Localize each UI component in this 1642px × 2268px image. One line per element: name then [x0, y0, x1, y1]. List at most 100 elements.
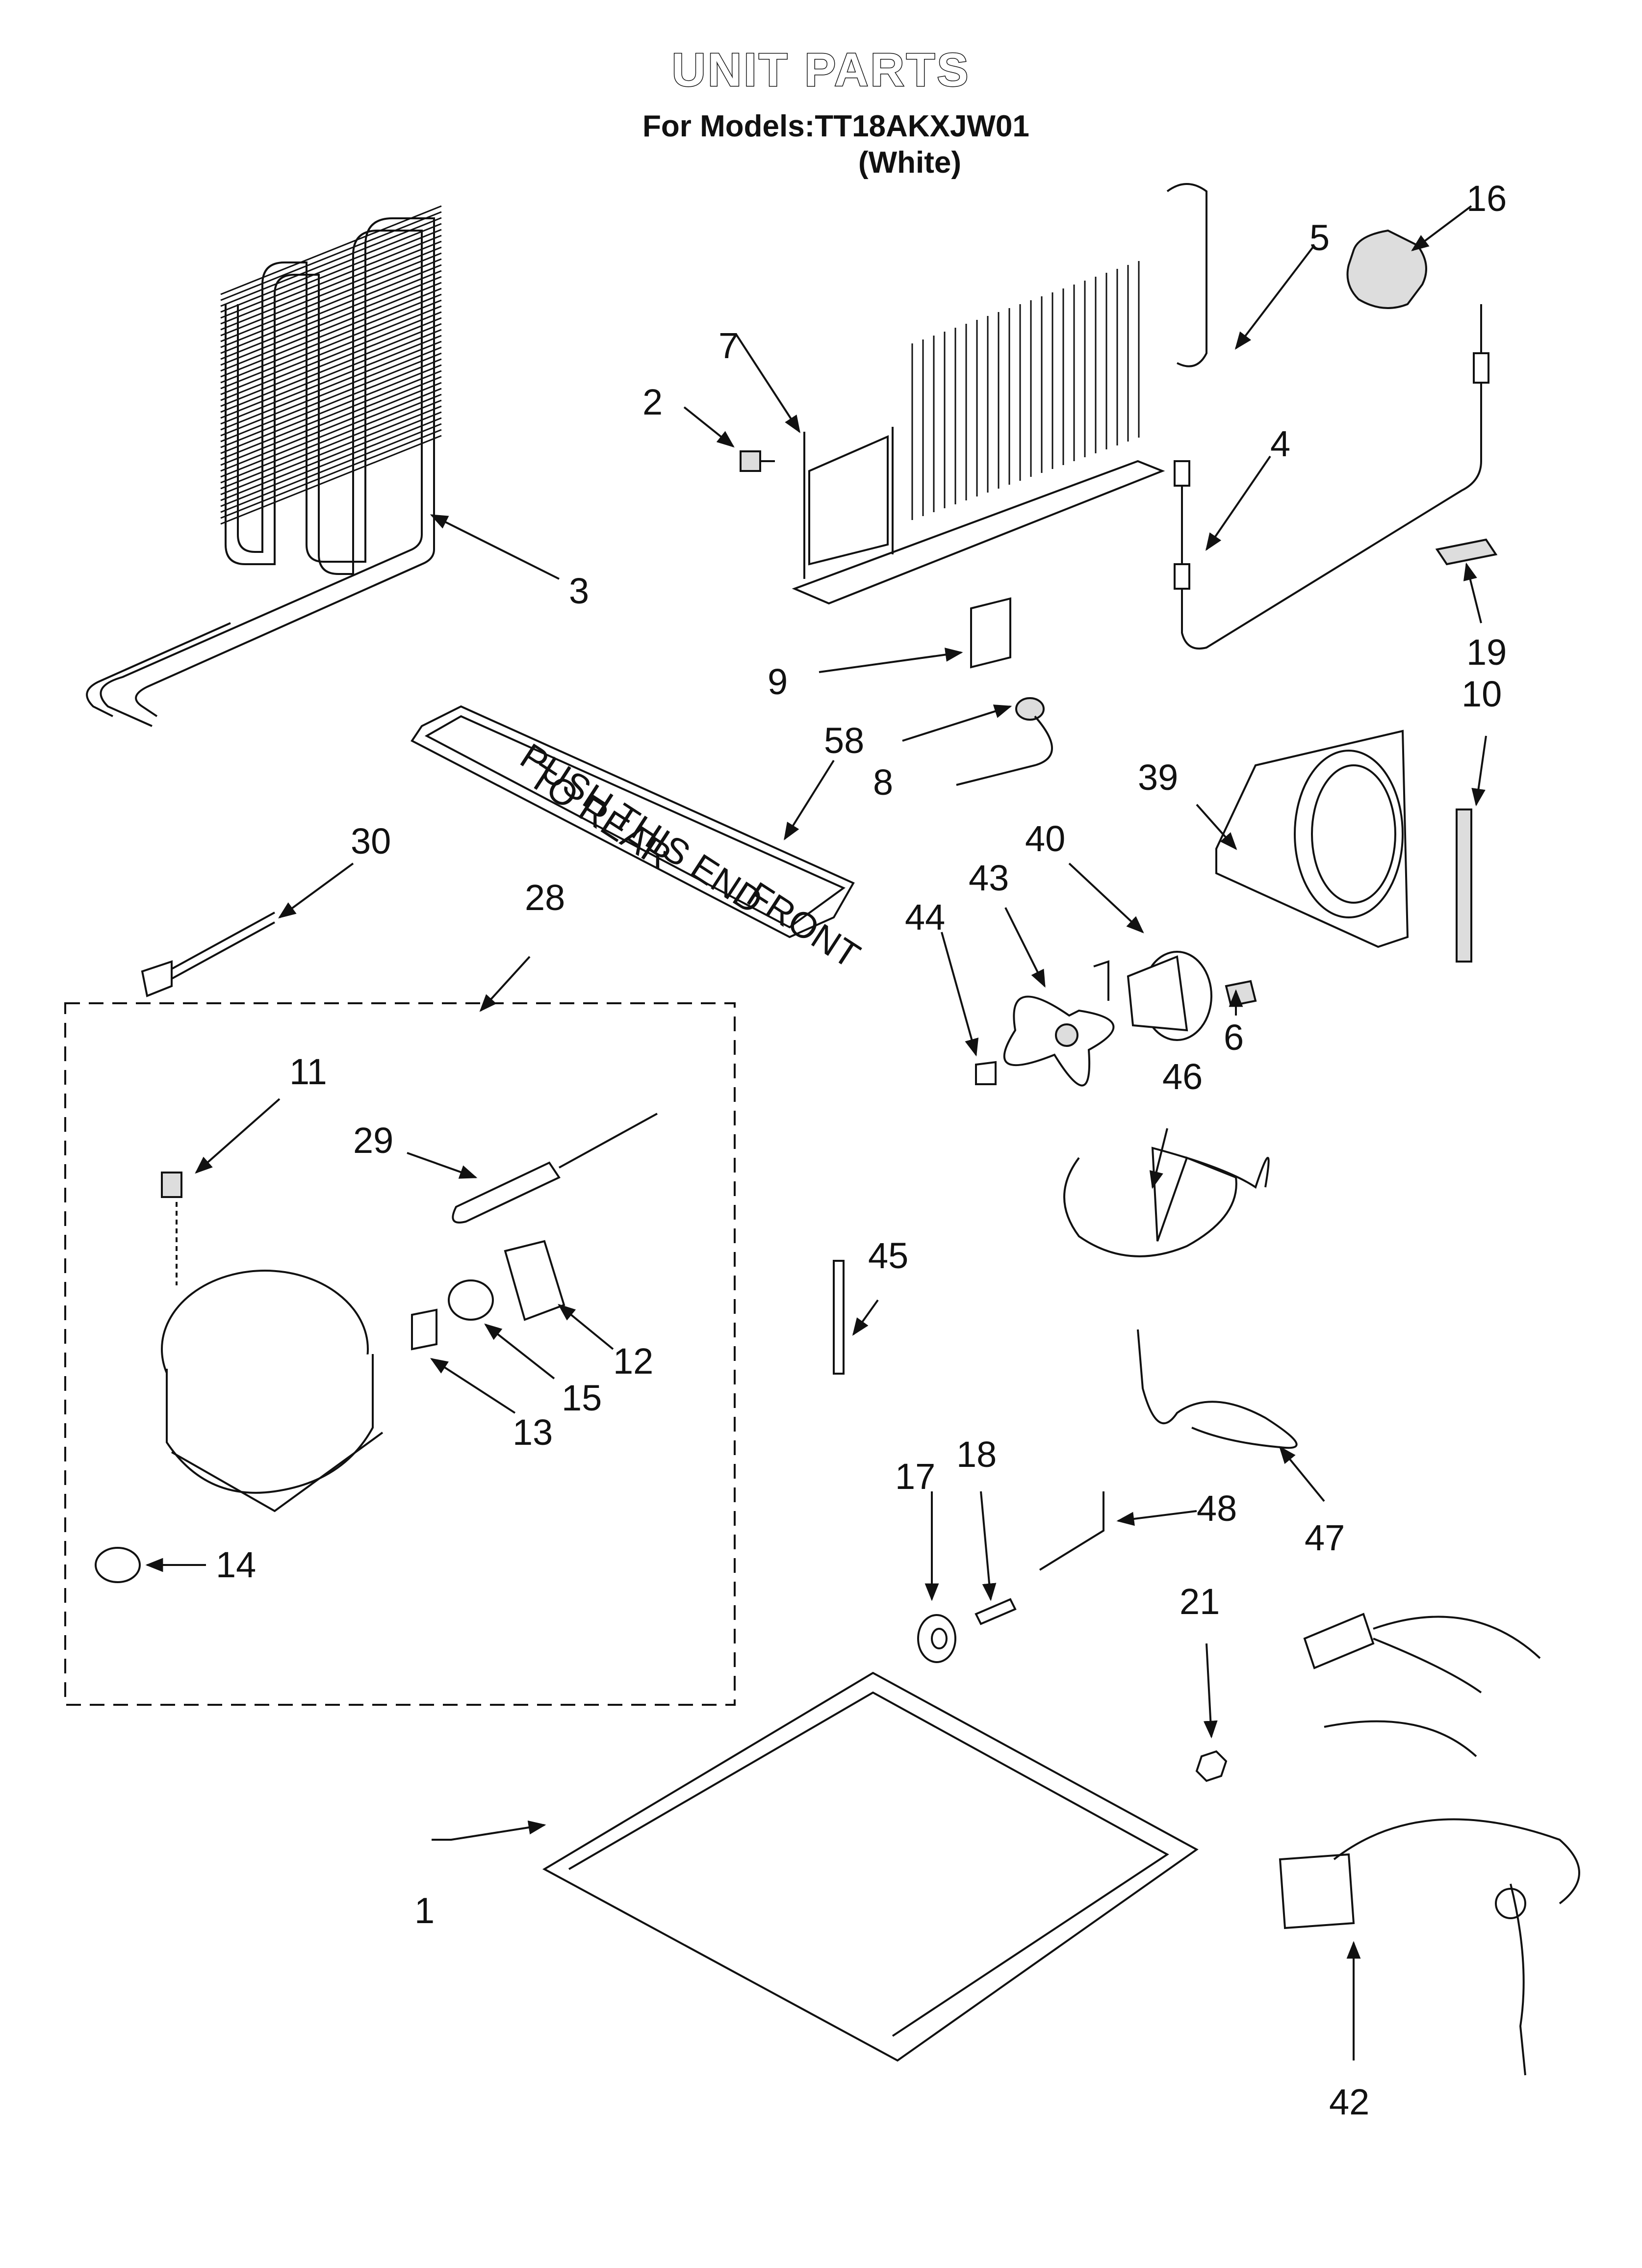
fan-motor [1093, 951, 1212, 1041]
coil-fin [220, 293, 442, 384]
bracket-part [970, 597, 1011, 669]
condenser-coil [86, 205, 442, 727]
drain-tray: PUSH THIS END TO REAR FRONT [410, 705, 867, 976]
callout-43: 43 [969, 858, 1009, 898]
coil-fin [220, 287, 442, 378]
callout-39: 39 [1138, 757, 1178, 798]
coil-fin [220, 223, 442, 313]
coil-fin [220, 246, 442, 337]
tube-part-47 [1137, 1329, 1298, 1449]
cover-part [1346, 229, 1427, 309]
overload-part-15 [448, 1279, 494, 1321]
callout-15: 15 [562, 1378, 602, 1418]
relay-part-12 [504, 1240, 565, 1321]
coil-fin [220, 370, 442, 460]
coil-fin [220, 364, 442, 454]
screw-part-6 [1225, 980, 1257, 1007]
tube-part-48 [1039, 1491, 1104, 1571]
coil-fin [220, 435, 442, 525]
coil-fin [220, 329, 442, 419]
leader-lines [145, 205, 1487, 2060]
evaporator [792, 183, 1207, 605]
callout-47: 47 [1305, 1517, 1345, 1558]
coil-fin [220, 317, 442, 407]
coil-fin [220, 311, 442, 401]
coil-fin [220, 276, 442, 366]
callout-40: 40 [1025, 818, 1065, 859]
coil-fin [220, 305, 442, 395]
callout-28: 28 [525, 877, 565, 918]
bolt-part-11 [161, 1172, 182, 1198]
compressor [161, 1270, 384, 1512]
callout-14: 14 [216, 1544, 256, 1585]
coil-fin [220, 393, 442, 484]
coil-fin [220, 299, 442, 390]
coil-fin [220, 411, 442, 501]
callout-44: 44 [905, 897, 945, 938]
callout-48: 48 [1197, 1488, 1237, 1529]
callout-17: 17 [895, 1456, 935, 1497]
callout-1: 1 [414, 1890, 435, 1931]
callout-5: 5 [1309, 217, 1330, 258]
coil-fin [220, 335, 442, 425]
strip-part [1456, 808, 1472, 963]
fan-blade [1003, 995, 1115, 1087]
thermostat-part-8 [956, 697, 1053, 786]
coil-fin [220, 352, 442, 443]
callout-7: 7 [718, 325, 739, 366]
retainer-part [975, 1061, 997, 1085]
coil-fin [220, 417, 442, 507]
coil-fin [220, 252, 442, 342]
coil-fin [220, 258, 442, 348]
drier-part [452, 1161, 561, 1224]
cable-tie [141, 912, 275, 997]
tube-part-46 [1063, 1147, 1270, 1257]
callout-4: 4 [1270, 423, 1290, 464]
callout-46: 46 [1162, 1056, 1203, 1097]
coil-fin [220, 211, 442, 301]
callout-2: 2 [642, 382, 663, 422]
clip-part-13 [411, 1308, 437, 1351]
coil-fin [220, 217, 442, 307]
coil-fin [220, 270, 442, 360]
callout-30: 30 [351, 821, 391, 861]
callout-12: 12 [613, 1341, 653, 1382]
compressor-kit-outline [64, 1002, 736, 1706]
callout-29: 29 [353, 1120, 393, 1161]
callout-42: 42 [1329, 2082, 1369, 2122]
screw-part-2 [740, 450, 775, 472]
clip-part [1435, 538, 1498, 566]
callout-3: 3 [569, 571, 589, 611]
coil-fin [220, 423, 442, 513]
page-title: UNIT PARTS [671, 43, 971, 97]
callout-58: 58 [824, 720, 864, 761]
models-line: For Models:TT18AKXJW01 [642, 109, 1029, 143]
coil-fin [220, 358, 442, 448]
callout-45: 45 [868, 1235, 908, 1276]
base-pan [542, 1671, 1199, 2062]
bolt-part-18 [975, 1598, 1017, 1625]
callout-11: 11 [289, 1051, 327, 1092]
pin-part-45 [833, 1260, 845, 1375]
callout-21: 21 [1180, 1581, 1220, 1622]
coil-fin [220, 205, 442, 295]
callout-13: 13 [513, 1412, 553, 1453]
coil-fin [220, 405, 442, 495]
callout-10: 10 [1462, 674, 1502, 714]
coil-fin [220, 240, 442, 331]
coil-fin [220, 340, 442, 431]
callout-labels: 1 2 3 4 5 6 7 8 9 10 11 12 13 14 15 16 1… [216, 178, 1507, 2122]
callout-19: 19 [1466, 632, 1507, 673]
coil-fin [220, 399, 442, 490]
coil-fin [220, 429, 442, 519]
coil-fin [220, 323, 442, 413]
thermistor-wire [1181, 304, 1482, 650]
coil-fin [220, 382, 442, 472]
coil-fin [220, 346, 442, 437]
wire-harness [1279, 1613, 1580, 2076]
coil-fin [220, 282, 442, 372]
coil-fin [220, 235, 442, 325]
color-line: (White) [858, 146, 962, 180]
coil-fin [220, 388, 442, 478]
